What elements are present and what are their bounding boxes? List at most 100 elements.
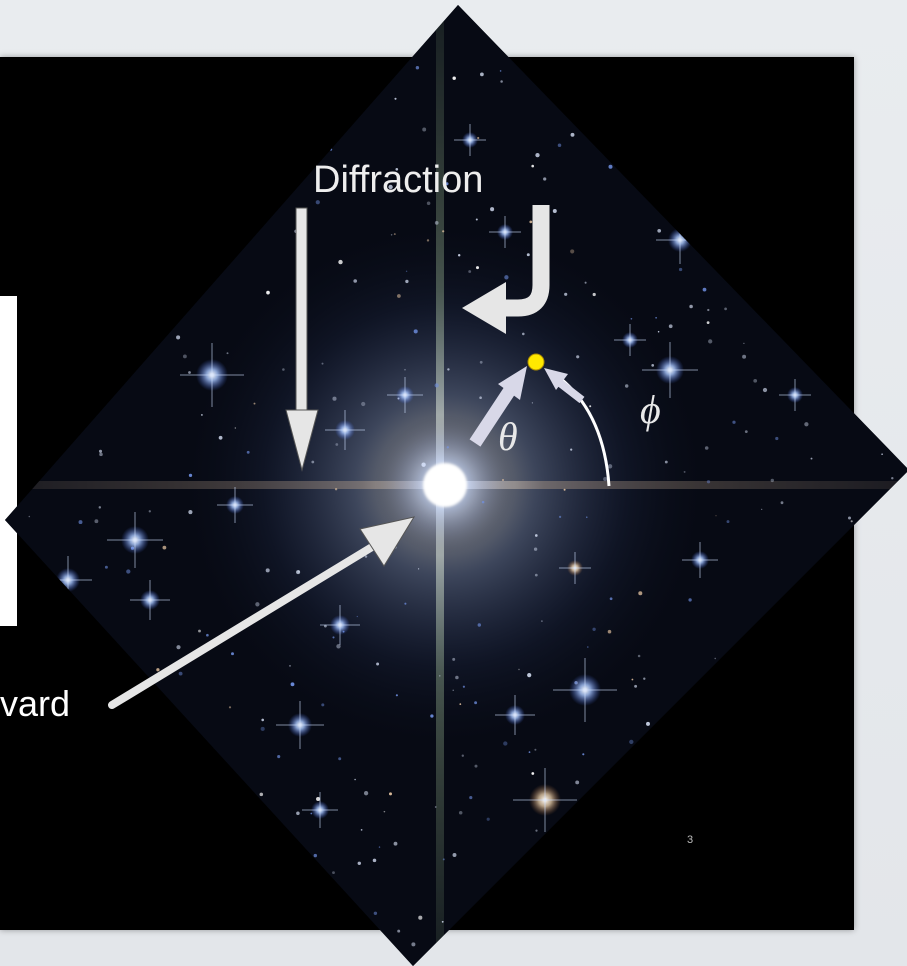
star-dot — [469, 796, 473, 800]
star-dot — [888, 236, 893, 241]
star-dot — [3, 16, 5, 18]
star-dot — [878, 799, 883, 804]
star-dot — [863, 334, 866, 338]
forward-arrow-icon — [108, 516, 416, 709]
star-dot — [479, 360, 483, 364]
star-dot — [535, 829, 538, 832]
star-dot — [477, 623, 481, 627]
star-dot — [679, 130, 681, 132]
star-dot — [643, 677, 646, 680]
star-dot — [762, 387, 768, 393]
star-dot — [550, 62, 555, 67]
star-dot — [290, 682, 295, 687]
star-dot — [210, 747, 215, 752]
star-dot — [503, 741, 508, 746]
star-dot — [526, 253, 530, 257]
star-dot — [729, 181, 731, 184]
star-dot — [397, 929, 401, 933]
star-dot — [260, 726, 265, 731]
star-dot — [246, 450, 250, 454]
star-dot — [253, 402, 256, 405]
star-dot — [55, 365, 58, 368]
star-dot — [291, 42, 295, 46]
star-dot — [110, 235, 112, 238]
star-dot — [452, 657, 456, 661]
star-dot — [101, 843, 104, 846]
star-dot — [570, 249, 575, 254]
star-dot — [706, 321, 710, 324]
star-dot — [331, 38, 335, 41]
star-dot — [533, 547, 538, 551]
star-dot — [552, 41, 557, 46]
white-panel-edge — [0, 296, 17, 626]
star-dot — [557, 143, 562, 147]
star-dot — [678, 60, 681, 63]
star-dot — [415, 66, 420, 70]
star-dot — [723, 788, 727, 791]
star-dot — [393, 841, 398, 846]
star-dot — [361, 401, 366, 407]
star-dot — [656, 54, 659, 56]
star-dot — [846, 761, 851, 766]
star-dot — [156, 668, 160, 672]
star-dot — [462, 685, 465, 688]
star-dot — [896, 89, 899, 91]
star-dot — [888, 613, 892, 617]
star-dot — [571, 2, 574, 5]
star-dot — [802, 260, 804, 262]
star-dot — [490, 207, 495, 212]
star-dot — [570, 132, 575, 137]
star-dot — [882, 718, 887, 723]
star-dot — [36, 907, 38, 910]
star-dot — [890, 74, 895, 79]
star-dot — [844, 555, 848, 559]
star-dot — [862, 712, 865, 715]
star-dot — [311, 460, 315, 464]
star-dot — [576, 355, 580, 359]
star-dot — [817, 565, 822, 570]
star-dot — [234, 107, 238, 111]
arrow-down-icon — [285, 207, 319, 472]
star-dot — [211, 776, 215, 779]
star-dot — [689, 108, 693, 111]
star-dot — [162, 545, 167, 550]
star-dot — [882, 751, 887, 756]
star-dot — [389, 792, 392, 796]
star-dot — [855, 72, 858, 74]
star-dot — [397, 294, 401, 298]
star-dot — [608, 164, 613, 169]
star-dot — [777, 45, 783, 50]
star-dot — [589, 405, 592, 408]
star-dot — [743, 342, 745, 345]
star-dot — [767, 101, 772, 106]
star-dot — [790, 290, 794, 294]
star-dot — [154, 866, 157, 869]
star-dot — [126, 569, 131, 574]
star-dot — [122, 28, 127, 33]
star-dot — [37, 914, 41, 918]
star-dot — [313, 853, 318, 858]
star-dot — [742, 166, 745, 168]
star-dot — [812, 804, 815, 807]
star-dot — [845, 819, 849, 824]
star-dot — [5, 606, 9, 611]
star-dot — [238, 245, 243, 250]
star-dot — [439, 675, 441, 677]
star-dot — [586, 646, 589, 648]
star-dot — [10, 601, 15, 606]
star-dot — [531, 402, 534, 404]
star-dot — [740, 195, 744, 199]
star-dot — [844, 320, 846, 322]
star-dot — [33, 953, 35, 955]
star-dot — [202, 788, 205, 792]
star-dot — [715, 515, 717, 517]
star-dot — [281, 899, 286, 904]
star-dot — [767, 667, 769, 669]
star-dot — [607, 464, 613, 469]
star-dot — [664, 460, 668, 464]
star-dot — [810, 457, 813, 460]
star-dot — [206, 106, 211, 110]
star-dot — [848, 516, 851, 520]
star-dot — [105, 181, 108, 183]
